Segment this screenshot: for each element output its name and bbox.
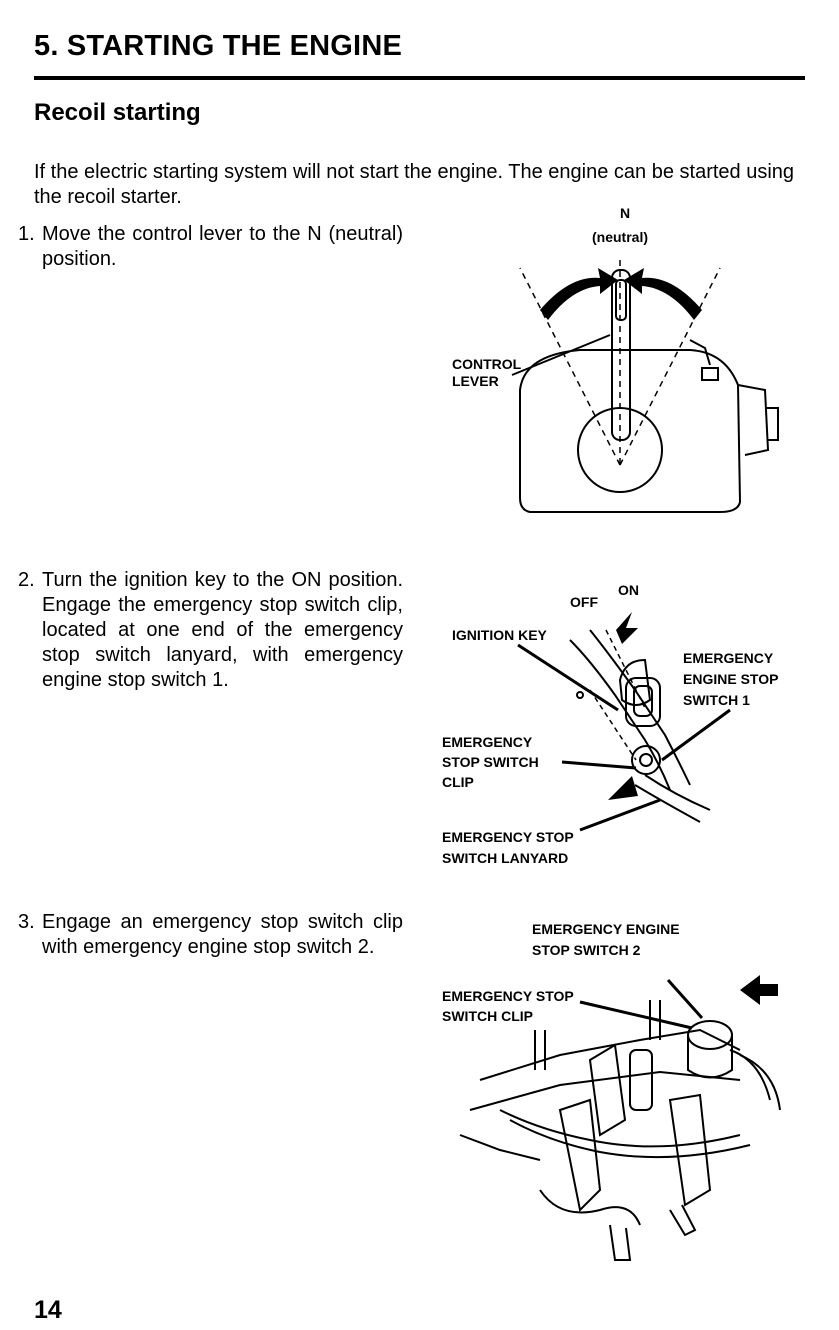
off-label: OFF (570, 594, 598, 610)
step-number: 1. (18, 223, 35, 245)
label-line: EMERGENCY (683, 650, 774, 666)
label-line: CLIP (442, 774, 474, 790)
label-line: SWITCH LANYARD (442, 850, 569, 866)
chapter-divider (34, 76, 805, 80)
ignition-key-label: IGNITION KEY (452, 627, 547, 643)
emergency-engine-stop-switch-1-label: EMERGENCY ENGINE STOP SWITCH 1 (683, 650, 778, 709)
step-text: Engage an emergency stop switch clip wit… (42, 911, 403, 958)
label-line: EMERGENCY (442, 734, 533, 750)
label-line: LEVER (452, 373, 499, 389)
emergency-stop-switch-clip-label: EMERGENCY STOP SWITCH CLIP (442, 734, 539, 791)
step-text: Turn the ignition key to the ON position… (42, 569, 403, 691)
step-3: 3. Engage an emergency stop switch clip … (18, 910, 403, 960)
label-line: STOP SWITCH 2 (532, 942, 641, 958)
label-line: EMERGENCY STOP (442, 988, 574, 1004)
step-2: 2. Turn the ignition key to the ON posit… (18, 568, 403, 693)
step-number: 2. (18, 569, 35, 591)
control-lever-label: CONTROL LEVER (452, 356, 521, 390)
label-line: ENGINE STOP (683, 671, 779, 687)
emergency-stop-switch-clip-2-label: EMERGENCY STOP SWITCH CLIP (442, 988, 574, 1025)
n-label: N (620, 205, 631, 221)
on-label: ON (618, 582, 639, 598)
label-line: EMERGENCY STOP (442, 829, 574, 845)
label-line: CONTROL (452, 356, 522, 372)
emergency-engine-stop-switch-2-label: EMERGENCY ENGINE STOP SWITCH 2 (532, 921, 680, 959)
emergency-stop-switch-2-illustration (459, 975, 781, 1261)
intro-paragraph: If the electric starting system will not… (34, 161, 795, 208)
step-number: 3. (18, 911, 35, 933)
ignition-key-illustration (517, 612, 731, 832)
label-line: SWITCH CLIP (442, 1008, 533, 1024)
step-1: 1. Move the control lever to the N (neut… (18, 222, 403, 272)
emergency-stop-switch-lanyard-label: EMERGENCY STOP SWITCH LANYARD (442, 829, 574, 867)
label-line: STOP SWITCH (442, 754, 539, 770)
page-number: 14 (34, 1296, 62, 1324)
neutral-label: (neutral) (592, 229, 648, 245)
chapter-title: 5. STARTING THE ENGINE (34, 30, 403, 62)
control-lever-illustration (511, 260, 779, 513)
label-line: SWITCH 1 (683, 692, 750, 708)
section-title: Recoil starting (34, 99, 201, 126)
step-text: Move the control lever to the N (neutral… (42, 223, 403, 270)
label-line: EMERGENCY ENGINE (532, 921, 680, 937)
